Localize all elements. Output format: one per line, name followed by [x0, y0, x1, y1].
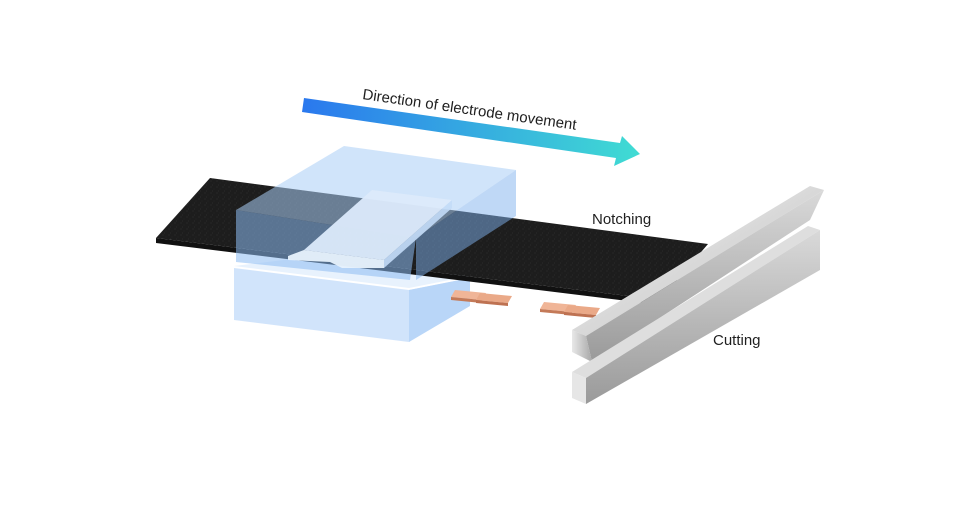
electrode-tabs: [451, 290, 600, 318]
arrow-right-icon: [302, 98, 640, 166]
cutting-blade: [572, 186, 824, 404]
notching-label: Notching: [592, 211, 651, 228]
tab-4: [564, 305, 600, 318]
notching-box-upper: [236, 146, 516, 280]
tab-2: [476, 293, 512, 306]
cutting-label: Cutting: [713, 332, 761, 349]
tab-1: [451, 290, 486, 303]
